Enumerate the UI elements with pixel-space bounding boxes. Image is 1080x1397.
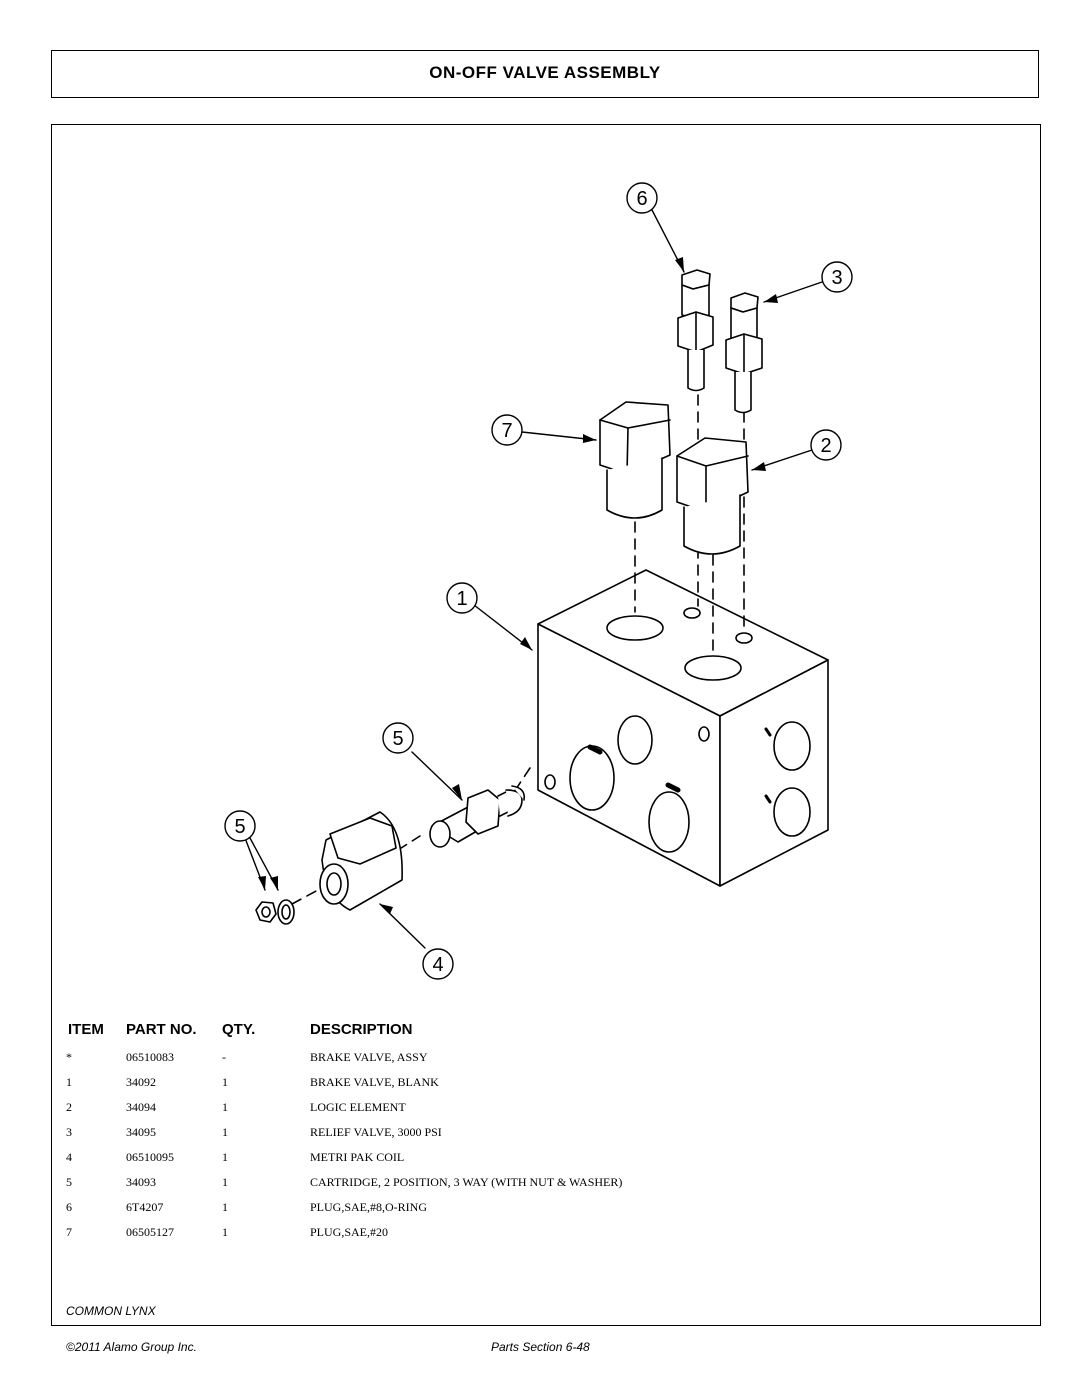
content-box — [51, 124, 1041, 1326]
cell-part-no: 34095 — [126, 1125, 156, 1139]
col-header-part-no: PART NO. — [126, 1021, 197, 1038]
cell-description: PLUG,SAE,#20 — [310, 1225, 389, 1239]
footer-series: COMMON LYNX — [66, 1304, 156, 1318]
plug-large-2 — [676, 437, 749, 555]
parts-diagram: 6 3 7 2 1 5 5 4 — [224, 182, 853, 980]
plug-small-3 — [725, 292, 763, 414]
cell-part-no: 6T4207 — [126, 1200, 164, 1214]
cell-item: * — [66, 1050, 72, 1064]
footer-page-number: Parts Section 6-48 — [491, 1340, 590, 1354]
footer-copyright: ©2011 Alamo Group Inc. — [66, 1340, 197, 1354]
callout-7: 7 — [501, 420, 512, 442]
cell-qty: 1 — [222, 1075, 228, 1089]
cell-qty: 1 — [222, 1200, 228, 1214]
callout-circles — [224, 182, 853, 980]
callout-1: 1 — [456, 588, 467, 610]
cell-description: METRI PAK COIL — [310, 1150, 405, 1164]
cell-item: 5 — [66, 1175, 72, 1189]
cell-part-no: 34092 — [126, 1075, 156, 1089]
col-header-item: ITEM — [68, 1021, 104, 1038]
cell-qty: 1 — [222, 1125, 228, 1139]
cell-description: CARTRIDGE, 2 POSITION, 3 WAY (WITH NUT &… — [310, 1175, 623, 1189]
callout-5b: 5 — [234, 816, 245, 838]
cell-part-no: 06510095 — [126, 1150, 174, 1164]
plug-large-7 — [599, 401, 671, 519]
cell-qty: 1 — [222, 1100, 228, 1114]
cell-qty: 1 — [222, 1150, 228, 1164]
valve-block — [537, 569, 829, 887]
cell-item: 3 — [66, 1125, 72, 1139]
title-box: ON-OFF VALVE ASSEMBLY — [51, 50, 1039, 98]
cell-item: 6 — [66, 1200, 72, 1214]
cell-item: 2 — [66, 1100, 72, 1114]
cartridge-5 — [429, 785, 526, 848]
col-header-description: DESCRIPTION — [310, 1021, 413, 1038]
leader-arrows — [258, 257, 778, 914]
nut-washer — [255, 899, 295, 925]
callout-5a: 5 — [392, 728, 403, 750]
cell-part-no: 34094 — [126, 1100, 156, 1114]
col-header-qty: QTY. — [222, 1021, 256, 1038]
callout-4: 4 — [432, 954, 443, 976]
callout-3: 3 — [831, 267, 842, 289]
cell-part-no: 34093 — [126, 1175, 156, 1189]
cell-qty: - — [222, 1050, 226, 1064]
cell-part-no: 06505127 — [126, 1225, 174, 1239]
cell-item: 7 — [66, 1225, 72, 1239]
callout-2: 2 — [820, 435, 831, 457]
cell-description: RELIEF VALVE, 3000 PSI — [310, 1125, 442, 1139]
cell-description: PLUG,SAE,#8,O-RING — [310, 1200, 427, 1214]
plug-small-6 — [677, 269, 714, 392]
cell-item: 1 — [66, 1075, 72, 1089]
callout-6: 6 — [636, 188, 647, 210]
coil-4 — [319, 811, 403, 911]
cell-qty: 1 — [222, 1225, 228, 1239]
cell-description: BRAKE VALVE, BLANK — [310, 1075, 439, 1089]
cell-part-no: 06510083 — [126, 1050, 174, 1064]
cell-description: BRAKE VALVE, ASSY — [310, 1050, 428, 1064]
page-title: ON-OFF VALVE ASSEMBLY — [429, 63, 661, 82]
cell-description: LOGIC ELEMENT — [310, 1100, 406, 1114]
cell-item: 4 — [66, 1150, 72, 1164]
cell-qty: 1 — [222, 1175, 228, 1189]
